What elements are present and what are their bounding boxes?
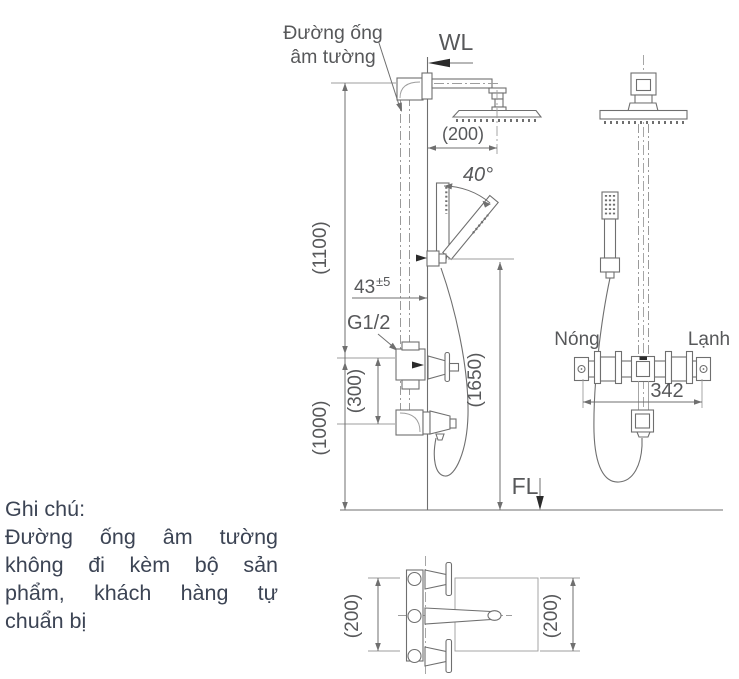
mixer-bar-rear: [573, 350, 712, 438]
water-line-marker: WL: [428, 29, 474, 68]
cross-handle: [444, 351, 451, 383]
hose-front: [433, 267, 469, 477]
cold-valve: [664, 350, 673, 385]
dimension-plan-left: (200): [342, 577, 400, 652]
plan-view: (200) (200): [342, 556, 580, 676]
valve-plan-bottom: [424, 646, 447, 667]
front-view: (200) 40°: [310, 29, 723, 511]
hot-valve: [593, 350, 602, 385]
floor-line-label: FL: [512, 473, 539, 499]
dimension-height-chain: (1100) (1000): [310, 82, 396, 510]
dimension-plan-right: (200): [540, 577, 580, 652]
spout-front: [395, 409, 457, 441]
shower-arm: [396, 72, 507, 112]
hand-shower-holder: [426, 250, 440, 267]
dimension-spout-drop-label: (300): [345, 369, 366, 413]
hose-side: [593, 277, 643, 483]
valve-plan-top: [424, 569, 447, 590]
dimension-wall-offset-label: 43: [354, 277, 375, 298]
thread-callout: G1/2: [347, 312, 398, 351]
pipe-callout-line2: âm tường: [290, 46, 376, 68]
dimension-spout-drop: (300): [345, 358, 381, 424]
dimension-holder-height-label: (1650): [465, 353, 486, 408]
dimension-bar-width-label: 342: [650, 380, 683, 402]
cold-label: Lạnh: [688, 329, 730, 350]
note-block: Ghi chú: Đường ống âm tường không đi kèm…: [5, 495, 278, 635]
note-line: chuẩn bị: [5, 609, 87, 633]
dimension-upper-height-label: (1100): [310, 221, 331, 275]
rain-shower-head-front: [599, 72, 688, 124]
dimension-plan-left-label: (200): [342, 594, 363, 638]
dimension-bar-width: 342: [582, 379, 703, 408]
note-title: Ghi chú:: [5, 497, 86, 521]
dimension-angle-label: 40°: [463, 164, 493, 186]
note-line: không đi kèm bộ sản: [5, 553, 278, 577]
hand-shower-set: 40°: [416, 164, 499, 267]
side-view: Nóng Lạnh 342: [554, 55, 730, 483]
dimension-head-offset: (200): [428, 90, 498, 155]
dimension-head-offset-label: (200): [442, 124, 484, 144]
dimension-wall-offset: 43 ±5: [352, 274, 427, 301]
mixer-body-plan: [405, 561, 502, 674]
pipe-label-leader: [378, 42, 402, 112]
floor-line-marker: FL: [512, 473, 544, 510]
hot-label: Nóng: [554, 329, 599, 350]
water-line-label: WL: [439, 29, 474, 55]
note-line: phẩm, khách hàng tự: [5, 581, 278, 605]
mixer-valve-front: [395, 341, 460, 390]
note-line: Đường ống âm tường: [5, 525, 278, 549]
dimension-wall-offset-tolerance: ±5: [376, 274, 390, 289]
pipe-callout: Đường ống âm tường: [281, 21, 385, 69]
hand-shower-front: [599, 191, 621, 279]
hand-shower-angled: [442, 194, 499, 261]
dimension-plan-right-label: (200): [541, 594, 562, 638]
valve-reference-arrow: [412, 361, 424, 369]
dimension-lower-height-label: (1000): [310, 401, 331, 456]
pipe-callout-line1: Đường ống: [283, 22, 383, 44]
valve-handle-cone: [427, 355, 447, 380]
thread-label: G1/2: [347, 312, 390, 334]
spout-plan: [424, 607, 492, 625]
dimension-holder-height: (1650): [448, 258, 514, 510]
holder-reference-arrow: [416, 254, 427, 262]
